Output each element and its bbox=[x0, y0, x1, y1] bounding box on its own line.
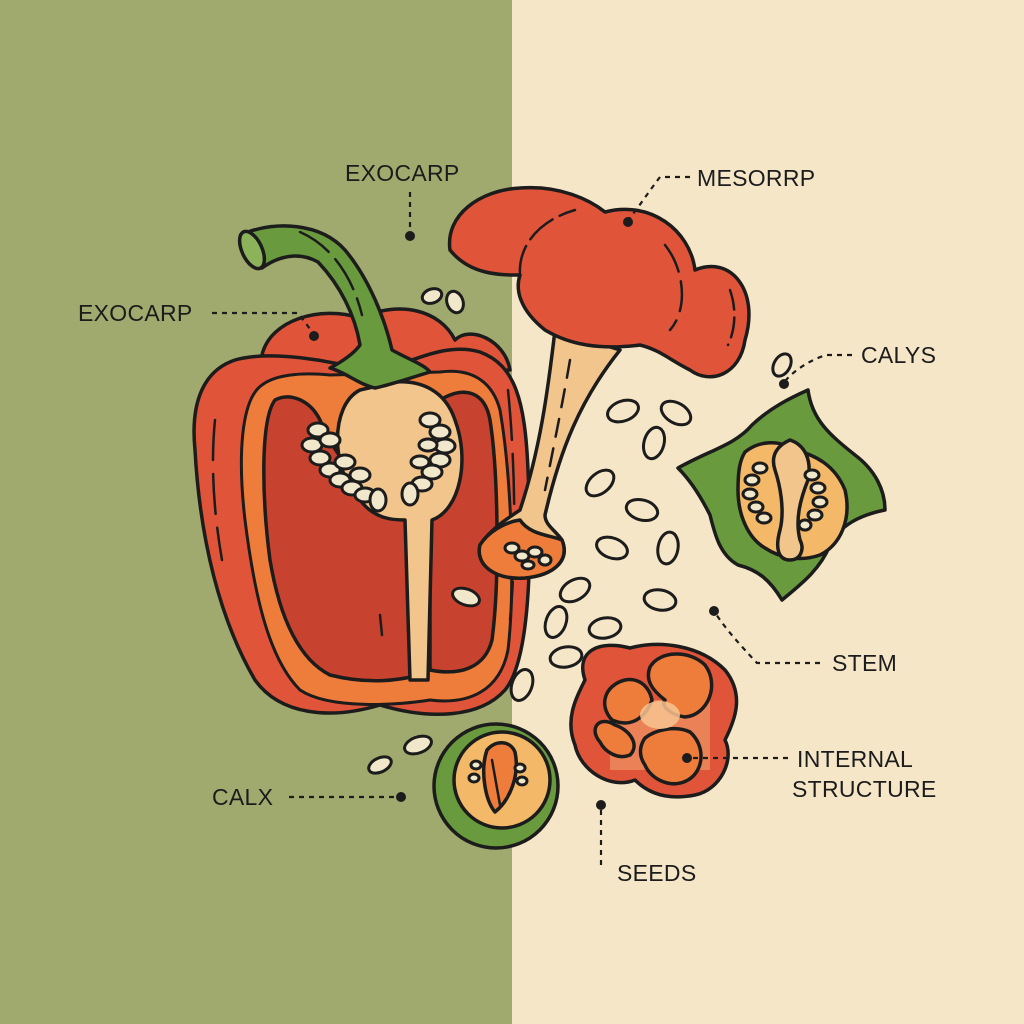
mushroom-placenta bbox=[447, 185, 751, 580]
label-calys: CALYS bbox=[861, 342, 937, 368]
seed-cluster bbox=[300, 411, 457, 513]
label-mesorrp: MESORRP bbox=[697, 165, 816, 191]
halved-bell-pepper bbox=[192, 224, 532, 716]
star-cross-section bbox=[676, 388, 887, 602]
label-exocarp-top: EXOCARP bbox=[345, 160, 460, 186]
label-internal-structure-line2: STRUCTURE bbox=[792, 776, 937, 802]
label-internal-structure-line1: INTERNAL bbox=[797, 746, 914, 772]
label-seeds: SEEDS bbox=[617, 860, 697, 886]
round-cross-section bbox=[432, 722, 560, 850]
four-lobed-cross-section bbox=[569, 642, 739, 799]
label-exocarp-left: EXOCARP bbox=[78, 300, 193, 326]
label-calx: CALX bbox=[212, 784, 274, 810]
leader-lines bbox=[212, 175, 852, 870]
scattered-seeds bbox=[367, 287, 793, 775]
label-stem: STEM bbox=[832, 650, 898, 676]
